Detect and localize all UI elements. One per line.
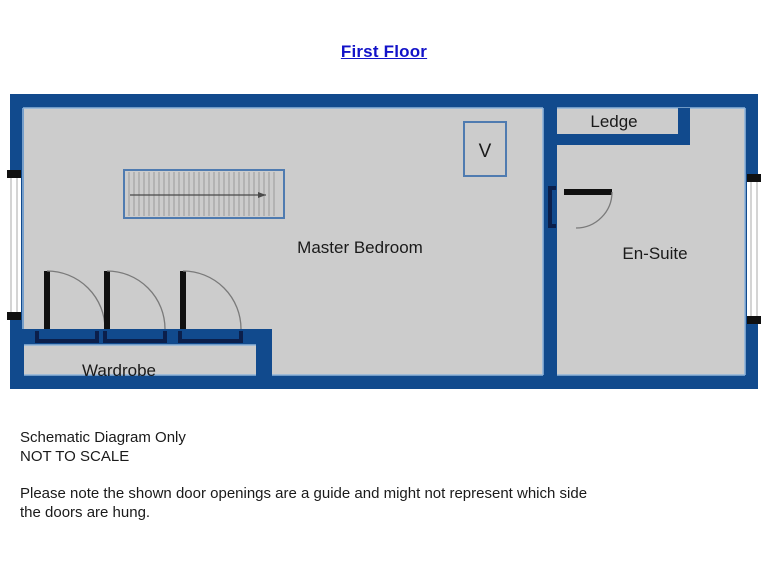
door-arc [106,270,166,330]
wardrobe-door-3 [180,270,242,330]
door-arc [575,191,613,229]
ledge-walls [557,108,690,145]
room-label-master-bedroom: Master Bedroom [297,238,423,257]
ledge-floor [560,108,678,134]
vent-marker: V [463,121,507,177]
threshold-2 [103,331,167,343]
note-schematic: Schematic Diagram Only NOT TO SCALE [20,429,186,465]
window-cap-bottom [7,312,21,320]
window-mullion [10,172,18,318]
door-leaf [564,189,612,195]
door-arc [46,270,106,330]
window-mullion [750,176,758,322]
door-arc [182,270,242,330]
room-label-en-suite: En-Suite [622,244,687,263]
wardrobe-floor [24,345,258,375]
en-suite-floor-upper-right [690,108,745,134]
ensuite-door [548,186,613,229]
wardrobe-door-2 [104,270,166,330]
wall-highlight-lines [22,107,746,376]
window-glass [747,176,761,322]
en-suite-floor [557,108,745,375]
staircase [123,169,285,219]
room-label-ledge: Ledge [590,112,637,131]
threshold-1 [35,331,99,343]
ledge-bottom-wall [557,134,690,145]
window-cap-bottom [747,316,761,324]
staircase-arrow-head [258,192,266,198]
staircase-outline [123,169,285,219]
page-title: First Floor [340,42,428,61]
door-leaf [104,271,110,329]
master-bedroom-floor-lower [272,331,543,375]
door-leaf [44,271,50,329]
window-left [7,170,21,320]
door-leaf [180,271,186,329]
wardrobe-thresholds [35,331,243,343]
door-threshold [548,186,556,228]
window-right [747,174,761,324]
window-cap-top [7,170,21,178]
window-cap-top [747,174,761,182]
wardrobe-right-wall [256,329,272,389]
master-bedroom-floor [24,108,543,331]
room-label-wardrobe: Wardrobe [82,361,156,380]
room-labels: Master Bedroom En-Suite Wardrobe Ledge [82,112,688,380]
ledge-right-wall [678,108,690,145]
room-floors [24,108,745,375]
wardrobe-door-swings [44,270,242,330]
vent-label: V [479,141,492,162]
vent-box [463,121,507,177]
note-door-openings: Please note the shown door openings are … [20,485,588,521]
window-glass [7,172,21,318]
threshold-3 [178,331,243,343]
wardrobe-door-1 [44,270,106,330]
